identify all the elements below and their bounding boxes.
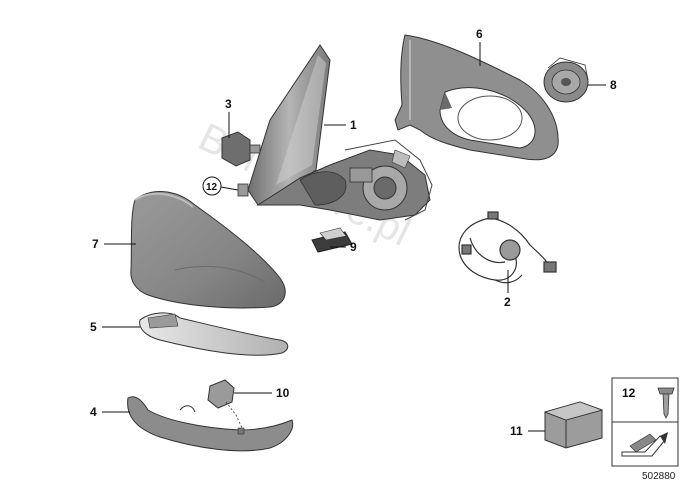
part-1-mirror-base[interactable] [247,44,433,221]
part-5-indicator-lens[interactable] [139,312,289,356]
callout-5: 5 [90,320,97,334]
part-9-lamp[interactable] [311,227,353,253]
legend-label-12: 12 [622,386,636,400]
part-4-lower-trim[interactable] [127,396,294,452]
callout-2: 2 [504,295,511,309]
callout-9: 9 [350,240,357,254]
callout-7: 7 [92,237,99,251]
part-7-mirror-cap[interactable] [130,191,286,309]
callout-4: 4 [90,405,97,419]
part-8-actuator[interactable] [543,57,589,103]
part-2-wiring-harness[interactable] [458,211,557,284]
part-12-screw-small[interactable] [237,183,249,197]
callout-11: 11 [510,424,523,438]
callout-12-circle [202,176,222,196]
leader-lines [102,42,606,432]
part-6-housing-frame[interactable] [394,34,559,161]
part-3-connector[interactable] [221,131,261,167]
callout-12: 12 [206,182,218,193]
legend-box [611,377,679,467]
diagram-number: 502880 [642,471,676,482]
callout-10: 10 [276,386,290,400]
callout-3: 3 [225,97,232,111]
part-10-bracket[interactable] [207,379,245,435]
part-11-kit-box[interactable] [543,401,604,449]
callout-1: 1 [350,118,357,132]
callout-6: 6 [476,27,483,41]
callout-8: 8 [610,78,617,92]
